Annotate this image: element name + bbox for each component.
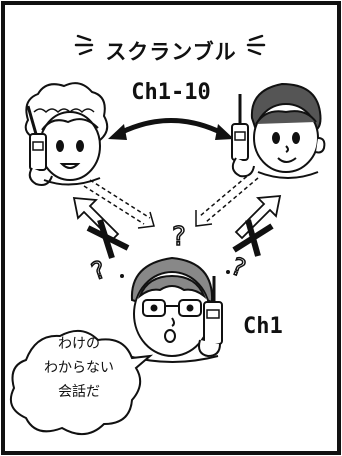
speech-line-3: 会話だ: [58, 384, 100, 400]
speech-line-1: わけの: [58, 336, 100, 352]
dashed-arrow-right: [195, 171, 259, 227]
question-mark-top: ?: [172, 222, 186, 252]
question-mark-left: ?: [88, 255, 110, 286]
listener-channel-label: Ch1: [243, 314, 283, 339]
channel-range-label: Ch1-10: [131, 80, 211, 105]
blocked-arrow-right: [232, 194, 282, 257]
right-talker: [231, 82, 326, 179]
speech-bubble-text: わけの わからない 会話だ: [20, 332, 138, 404]
blocked-arrow-left: [72, 196, 130, 259]
speech-line-2: わからない: [44, 360, 114, 376]
dashed-arrow-left: [83, 179, 155, 229]
listener: [127, 256, 223, 363]
title-deco-right: [246, 34, 266, 56]
speech-bubble: [10, 329, 154, 435]
title-deco-left: [74, 34, 94, 56]
left-talker: [24, 82, 109, 186]
title-label: スクランブル: [105, 40, 237, 64]
question-mark-right: ?: [228, 252, 250, 283]
exchange-arrow: [108, 118, 234, 140]
